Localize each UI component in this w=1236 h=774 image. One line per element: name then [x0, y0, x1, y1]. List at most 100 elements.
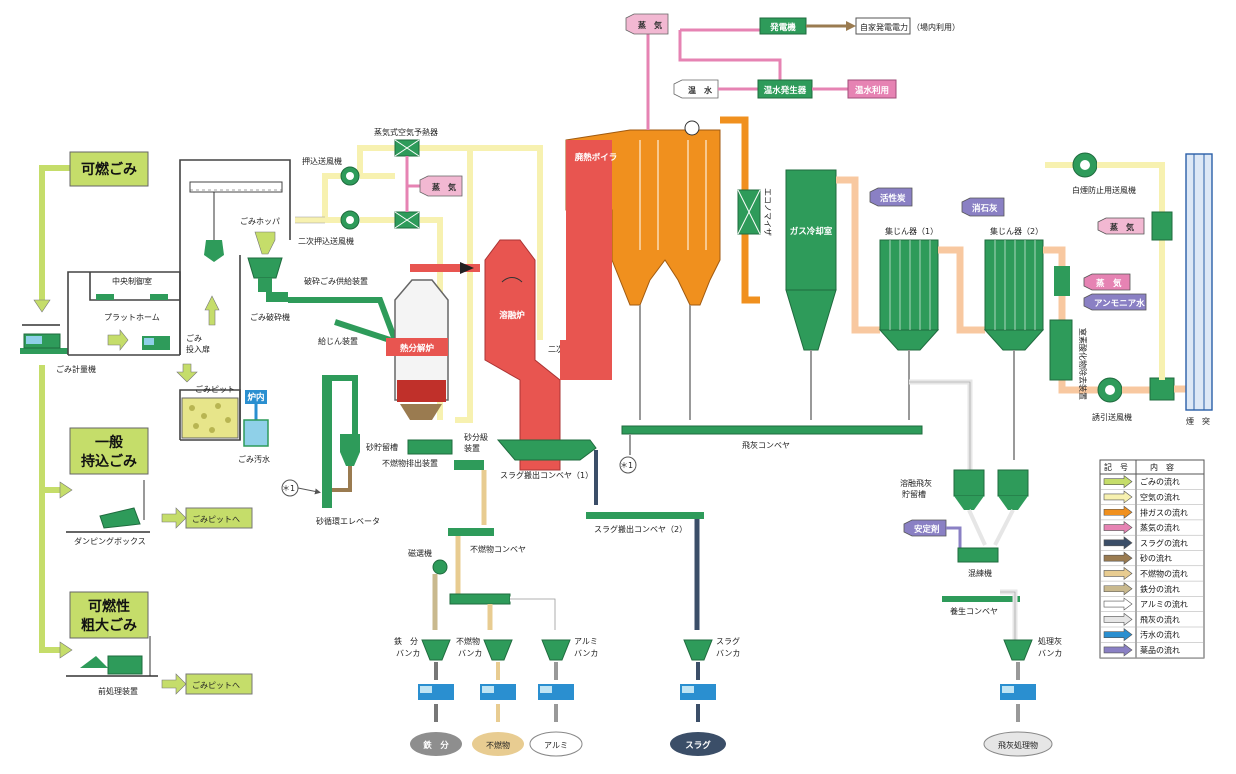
magnet-label: 磁選機: [408, 548, 432, 558]
incomb-conv-label: 不燃物コンベヤ: [470, 544, 526, 554]
dust2-label: 集じん器（2）: [990, 226, 1043, 236]
garbage-flow-top: [39, 165, 70, 305]
general-box: 一般 持込ごみ: [69, 427, 149, 475]
lime-tag: 消石灰: [961, 197, 1005, 217]
legend-swatch: [1103, 643, 1133, 657]
feeder-label: 破砕ごみ供給装置: [304, 276, 368, 286]
pyrolysis-furnace: 熱分解炉: [386, 279, 449, 420]
al-bunker-label-1: アルミ: [574, 637, 598, 646]
legend-label: 蒸気の流れ: [1140, 523, 1180, 533]
steam-tag-top: 蒸 気: [625, 13, 669, 35]
dumping-box: ダンピングボックス: [66, 480, 150, 546]
melt-ash-tank-2: [997, 469, 1029, 510]
chimney: 煙 突: [1185, 153, 1213, 426]
hopper-label: ごみホッパ: [240, 216, 280, 226]
legend-swatch: [1103, 612, 1133, 626]
combustible-title: 可燃ごみ: [81, 161, 137, 178]
legend-label: 汚水の流れ: [1140, 630, 1180, 640]
legend-item: スラグの流れ: [1100, 536, 1204, 551]
incombustible-discharge: [407, 439, 453, 455]
steam-tag-air-label: 蒸 気: [432, 182, 456, 192]
iron-bunker: 鉄 分 バンカ: [394, 636, 451, 661]
legend-label: 排ガスの流れ: [1140, 507, 1188, 517]
ammonia-tag: アンモニア水: [1083, 293, 1147, 311]
pit-label: ごみピット: [195, 384, 235, 394]
dust-collector-1: [878, 239, 940, 351]
bulky-title-1: 可燃性: [88, 598, 130, 615]
legend-item: 蒸気の流れ: [1100, 520, 1204, 536]
legend-item: 砂の流れ: [1100, 551, 1204, 567]
kneader-label: 混練機: [968, 568, 992, 578]
al-bunker-label-2: バンカ: [574, 649, 598, 658]
sand-tank: [340, 434, 360, 466]
legend-item: 鉄分の流れ: [1100, 582, 1204, 597]
furnace-in-label: 炉内: [247, 392, 264, 403]
treated-bunker-label-1: 処理灰: [1038, 636, 1062, 646]
pretreat-label: 前処理装置: [98, 686, 138, 696]
legend-swatch: [1103, 520, 1133, 535]
stabilizer-label: 安定剤: [914, 524, 940, 535]
steam-tag-right-label: 蒸 気: [1096, 278, 1122, 289]
legend-header-content: 内 容: [1150, 462, 1174, 472]
legend-label: 不燃物の流れ: [1140, 568, 1188, 578]
legend-label: スラグの流れ: [1140, 538, 1188, 548]
iron-bunker-label-2: バンカ: [396, 649, 420, 658]
control-room-label: 中央制御室: [112, 276, 152, 286]
garbage-pit: [181, 397, 239, 439]
generator-box: 発電機: [759, 17, 807, 35]
wastewater-tank: 炉内 ごみ汚水: [238, 390, 270, 464]
out-incomb-label: 不燃物: [486, 740, 510, 750]
air-preheater-1: [394, 139, 420, 157]
air-preheater-label: 蒸気式空気予熱器: [374, 127, 438, 137]
gas-cooler: ガス冷却室: [785, 169, 837, 351]
treated-bunker-label-2: バンカ: [1038, 649, 1062, 658]
self-power-label: 自家発電電力: [860, 22, 908, 32]
bulky-box: 可燃性 粗大ごみ: [69, 591, 149, 639]
legend-items: ごみの流れ空気の流れ排ガスの流れ蒸気の流れスラグの流れ砂の流れ不燃物の流れ鉄分の…: [1100, 475, 1204, 658]
legend-label: アルミの流れ: [1140, 599, 1188, 609]
activated-carbon-label: 活性炭: [880, 193, 906, 204]
boiler-label: 廃熱ボイラ: [575, 152, 618, 163]
truck-slag: [680, 684, 716, 700]
truck-at-door: [142, 336, 170, 350]
combustible-box: 可燃ごみ: [69, 151, 149, 187]
sand-sep-label-2: 装置: [464, 443, 480, 453]
slag-conv1-label: スラグ搬出コンベヤ（1）: [500, 470, 593, 480]
incomb-bunker-label-1: 不燃物: [456, 636, 480, 646]
garbage-flow-left: [39, 365, 60, 653]
chimney-label: 煙 突: [1186, 416, 1210, 426]
slag-bunker-label-2: バンカ: [716, 649, 740, 658]
induced-fan: [1097, 377, 1123, 403]
dust-collector-2: [983, 239, 1045, 351]
legend-swatch: [1103, 582, 1133, 596]
legend-swatch: [1103, 505, 1133, 519]
scale-label: ごみ計量機: [56, 364, 96, 374]
hot-water-use-label: 温水利用: [855, 85, 889, 96]
supply-conveyor: [334, 319, 391, 343]
air-preheater-2: [394, 211, 420, 229]
iron-bunker-label-1: 鉄 分: [394, 636, 418, 646]
sand-tank-label: 砂貯留槽: [366, 442, 398, 452]
self-power-note: （場内利用）: [912, 22, 960, 32]
legend-item: ごみの流れ: [1100, 475, 1204, 490]
melting-label: 溶融炉: [499, 310, 525, 321]
cure-conveyor: [942, 596, 1020, 602]
ammonia-label: アンモニア水: [1094, 298, 1145, 309]
output-flyash: 飛灰処理物: [983, 731, 1053, 757]
lime-label: 消石灰: [972, 203, 998, 214]
hot-water-label: 温 水: [688, 85, 713, 95]
activated-carbon-tag: 活性炭: [869, 187, 913, 207]
push-fan-label: 押込送風機: [302, 156, 342, 166]
steam-tag-top-label: 蒸 気: [638, 20, 662, 30]
truck-iron: [418, 684, 454, 700]
dumping-label: ダンピングボックス: [74, 536, 146, 546]
economizer: [737, 189, 761, 235]
crusher-label: ごみ破砕機: [250, 312, 290, 322]
hot-water-gen-label: 温水発生器: [764, 85, 807, 96]
sand-elev-label: 砂循環エレベータ: [316, 516, 380, 526]
incomb-bunker-label-2: バンカ: [458, 649, 482, 658]
cure-conv-label: 養生コンベヤ: [950, 606, 998, 616]
legend-label: 砂の流れ: [1140, 553, 1172, 563]
